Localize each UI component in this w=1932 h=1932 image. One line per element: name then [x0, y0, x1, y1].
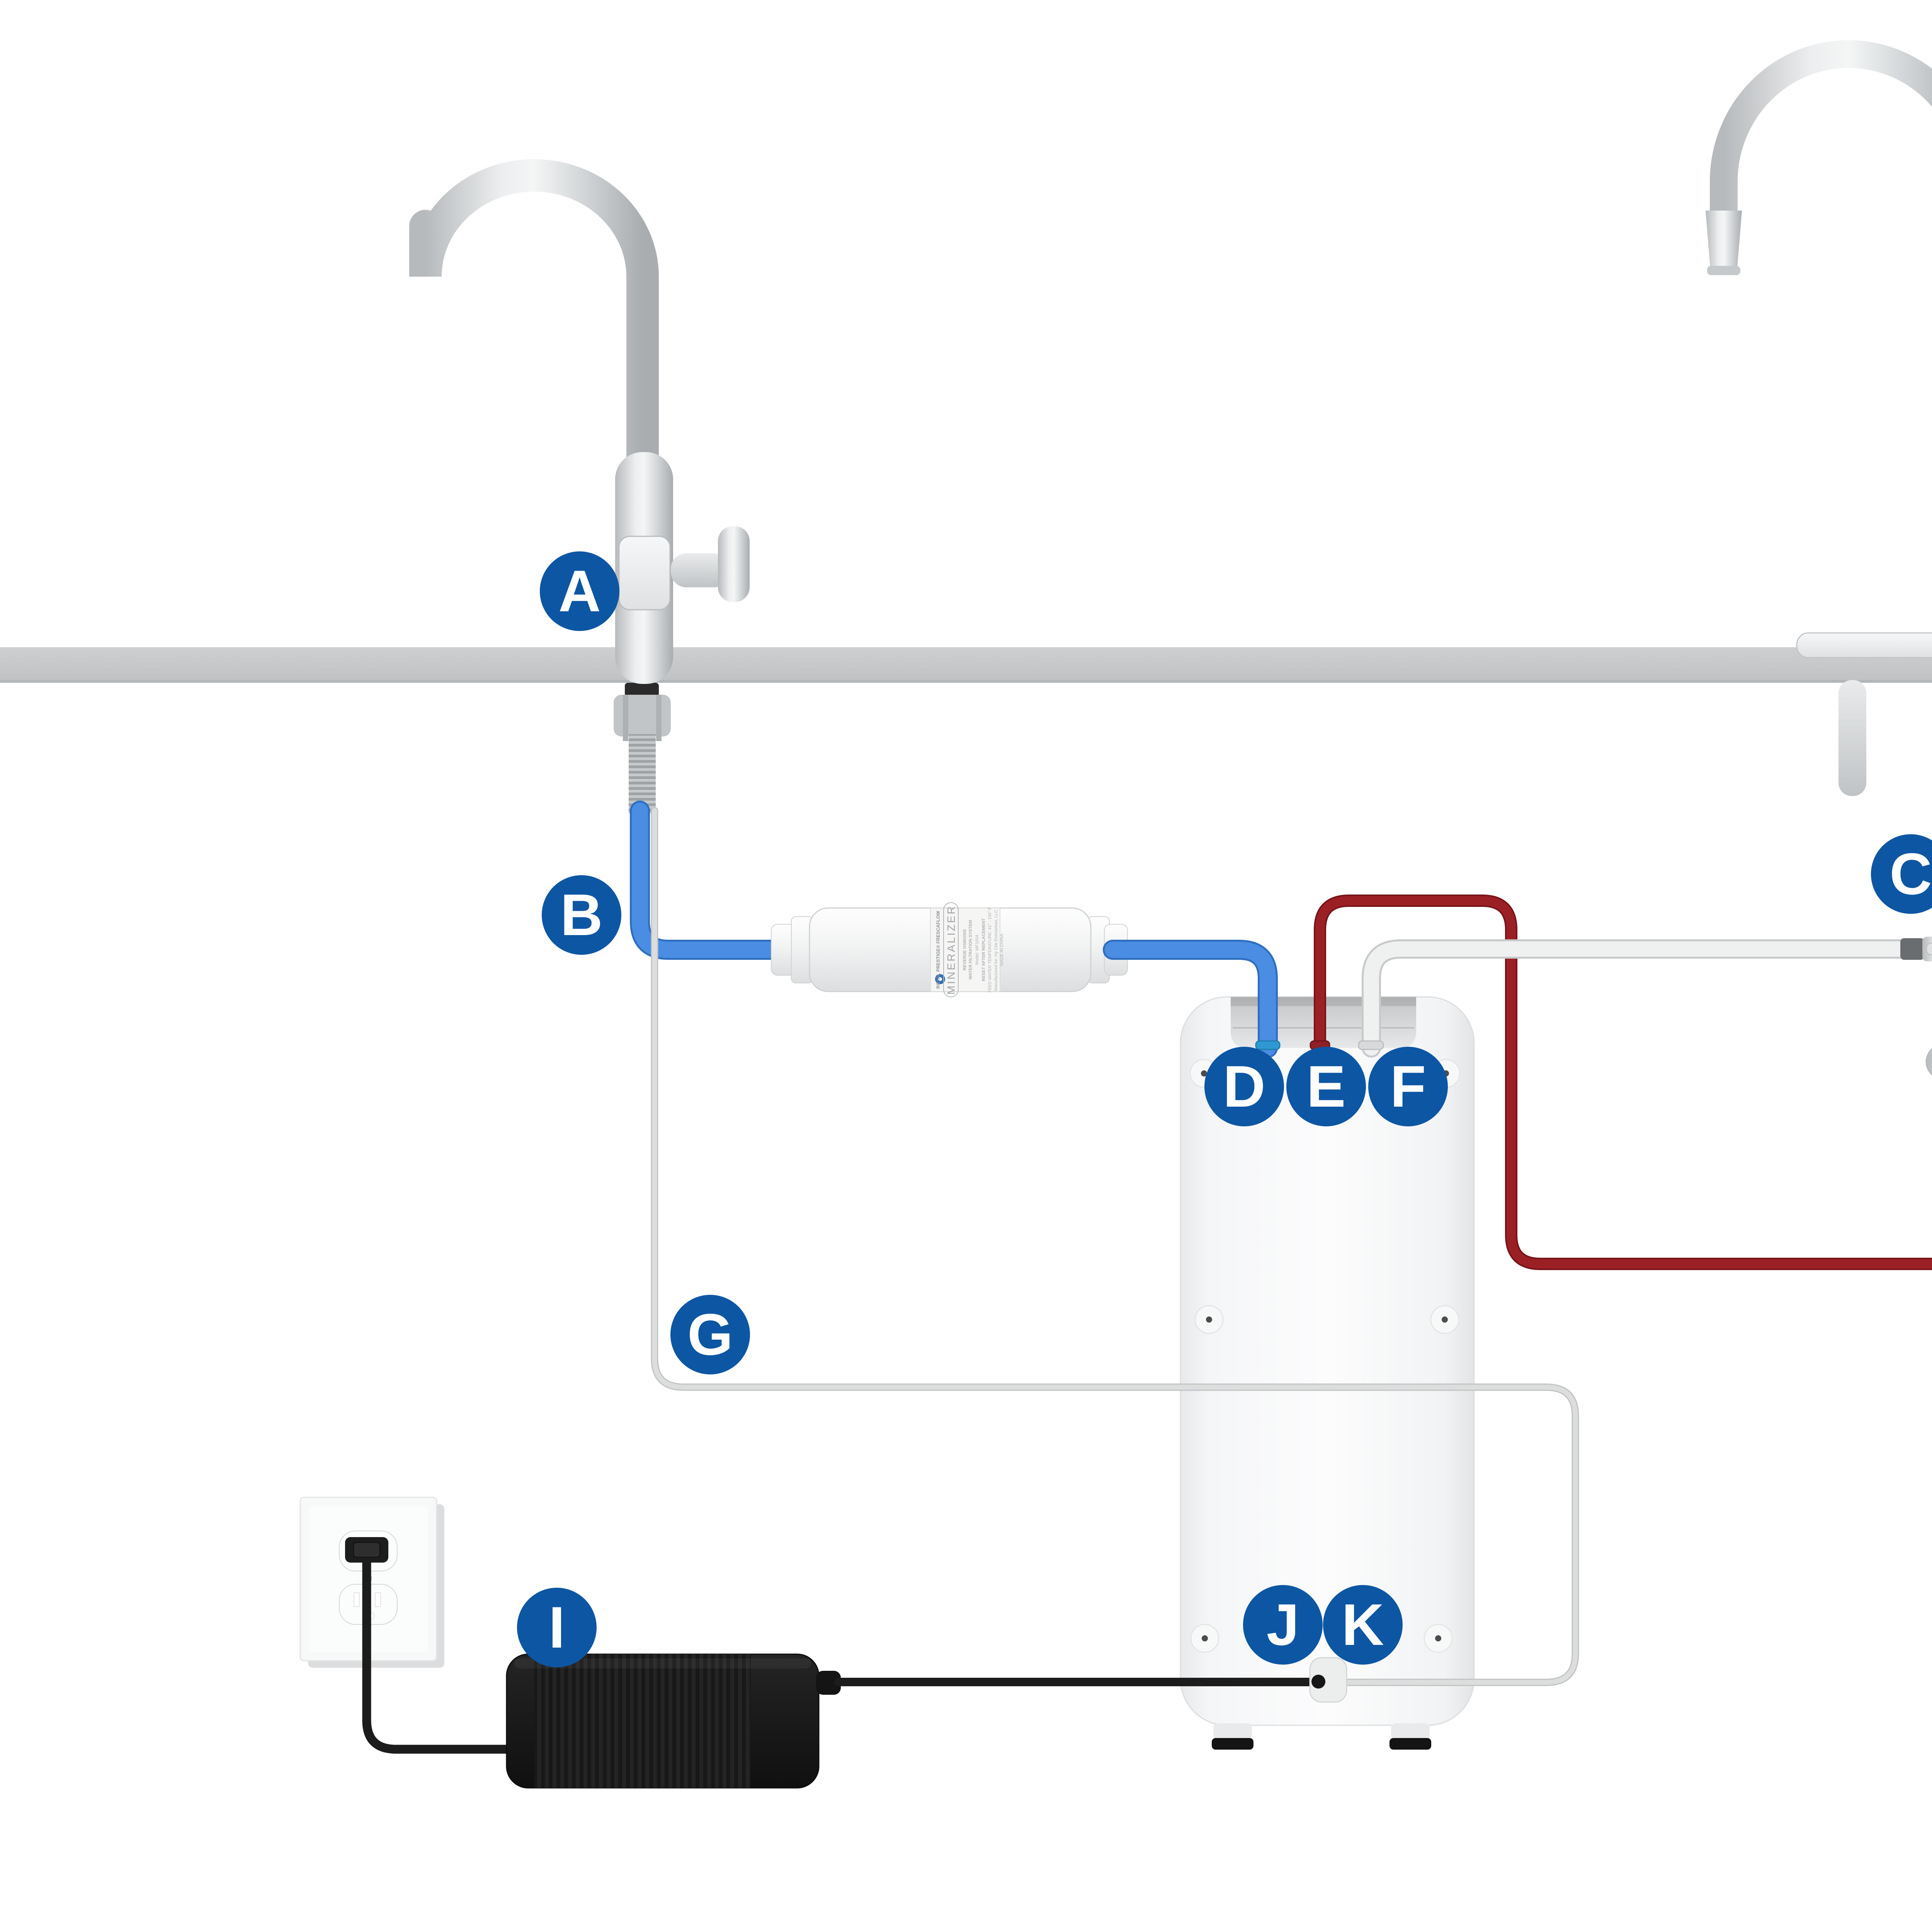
- power-cords-and-adapter: [345, 1537, 1347, 1789]
- faucet-a: [409, 159, 750, 684]
- callout-e: E: [1286, 1047, 1366, 1126]
- blue-tube-left: [630, 801, 810, 960]
- power-port-hole: [1311, 1675, 1325, 1689]
- sprayer-rim: [1707, 266, 1740, 275]
- callout-b: B: [542, 875, 621, 955]
- power-plug: [345, 1537, 388, 1563]
- filter-label-text: ROYAL PRESTIGE® FRESCAFLOW MINERALIZER R…: [935, 902, 1004, 997]
- faucet-a-gooseneck-spout: [409, 159, 659, 486]
- kitchen-faucet-sprayer-head: [1706, 211, 1742, 268]
- blue-tube-right: [1103, 940, 1278, 1058]
- adapter-cross-handle: [1926, 943, 1932, 955]
- callout-c: C: [1871, 834, 1932, 914]
- kitchen-faucet-mount-left: [1838, 680, 1866, 796]
- kitchen-faucet-gooseneck: [1710, 40, 1932, 224]
- feed-adapter-c: [1900, 937, 1932, 1076]
- callout-j: J: [1243, 1585, 1323, 1665]
- cord-ferrule: [816, 1671, 841, 1695]
- filter-line: RESET AFTER REPLACEMENT: [981, 918, 986, 981]
- countertop: [0, 647, 1932, 683]
- callout-d: D: [1204, 1047, 1284, 1126]
- callout-k: K: [1323, 1585, 1403, 1665]
- filter-line: Model: WF1004: [975, 935, 980, 965]
- unit-feet: [1212, 1723, 1431, 1750]
- faucet-a-handle: [718, 526, 750, 602]
- faucet-a-front-plate: [618, 536, 671, 611]
- filter-line: MADE IN CHINA: [1000, 934, 1004, 966]
- filter-name: MINERALIZER: [945, 905, 957, 995]
- filter-line: REVERSE OSMOSIS: [963, 929, 967, 971]
- wall-outlet: [299, 1497, 444, 1668]
- callout-f: F: [1368, 1047, 1448, 1126]
- filter-line: FEED WATER TEMPERATURE: 41° - 100° F: [988, 907, 992, 992]
- callout-g: G: [670, 1295, 750, 1374]
- port-f-collar: [1358, 1040, 1384, 1050]
- filter-line: Manufactured for: Hy Cite Enterprises, L…: [994, 908, 998, 991]
- kitchen-faucet-deck-plate: [1796, 632, 1932, 658]
- system-power-port: [1309, 1657, 1347, 1703]
- kitchen-faucet: [1706, 40, 1932, 796]
- callout-a: A: [540, 551, 619, 631]
- compression-nut: [1900, 938, 1924, 960]
- filter-line: WATER FILTRATION SYSTEM: [968, 920, 973, 980]
- brick-ribs: [534, 1654, 751, 1788]
- logo-dot: [938, 977, 942, 981]
- faucet-a-handle-hub: [671, 553, 729, 587]
- faucet-a-mounting-hardware: [614, 683, 671, 813]
- filter-brand: ROYAL PRESTIGE® FRESCAFLOW: [935, 911, 941, 989]
- inlet-tube-white: [1362, 939, 1915, 1058]
- power-cord-wall: [362, 1556, 515, 1754]
- faucet-electric-cable: [651, 807, 1579, 1686]
- port-d-collar: [1255, 1040, 1281, 1050]
- supply-stop-knob: [1925, 1048, 1932, 1076]
- drain-tube-red: [1314, 895, 1932, 1270]
- filter-cartridge: ROYAL PRESTIGE® FRESCAFLOW MINERALIZER R…: [771, 902, 1128, 997]
- callout-i: I: [517, 1588, 597, 1667]
